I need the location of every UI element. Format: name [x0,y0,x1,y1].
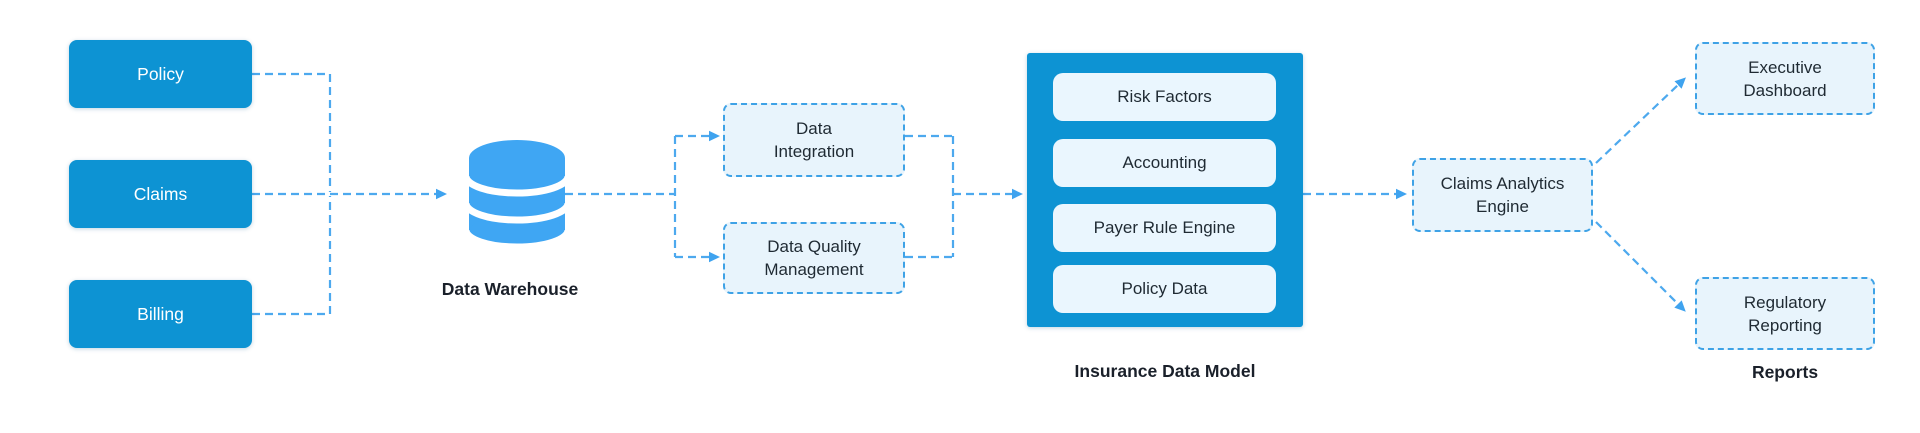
model-item-policy-data: Policy Data [1053,265,1276,313]
connector-policy-line [252,72,332,192]
data-quality-label-line1: Data Quality [767,237,861,256]
model-item-risk-factors-label: Risk Factors [1117,87,1212,106]
insurance-data-model-label: Insurance Data Model [1074,361,1256,381]
model-item-accounting: Accounting [1053,139,1276,187]
process-box-data-quality-management: Data Quality Management [723,222,905,294]
claims-analytics-engine-box: Claims Analytics Engine [1412,158,1593,232]
model-item-policy-data-label: Policy Data [1121,279,1208,298]
source-box-billing-label: Billing [137,303,184,324]
data-warehouse-label: Data Warehouse [441,279,579,299]
claims-analytics-label-line2: Engine [1476,197,1529,216]
connector-analytics-to-regulatory [1595,221,1686,312]
regulatory-reporting-label-line2: Reporting [1748,315,1822,335]
executive-dashboard-label-line1: Executive [1748,57,1822,77]
model-item-payer-rule-engine: Payer Rule Engine [1053,204,1276,252]
regulatory-reporting-label-line1: Regulatory [1743,292,1827,312]
source-box-policy: Policy [69,40,252,108]
process-box-data-integration: Data Integration [723,103,905,177]
claims-analytics-label-line1: Claims Analytics [1440,174,1565,193]
data-integration-label-line1: Data [796,119,832,138]
database-icon [462,140,572,251]
model-item-risk-factors: Risk Factors [1053,73,1276,121]
executive-dashboard-box: Executive Dashboard [1695,42,1875,115]
connector-analytics-to-dashboard [1595,77,1686,164]
source-box-claims: Claims [69,160,252,228]
data-integration-label-line2: Integration [773,142,855,161]
model-item-payer-rule-engine-label: Payer Rule Engine [1093,218,1236,237]
source-box-claims-label: Claims [133,183,188,204]
regulatory-reporting-box: Regulatory Reporting [1695,277,1875,350]
data-quality-label-line2: Management [764,260,864,279]
reports-label: Reports [1751,362,1819,382]
source-box-billing: Billing [69,280,252,348]
model-item-accounting-label: Accounting [1122,153,1207,172]
executive-dashboard-label-line2: Dashboard [1743,80,1827,100]
connector-billing-line [252,196,332,316]
source-box-policy-label: Policy [137,63,184,84]
insurance-data-model-container: Risk Factors Accounting Payer Rule Engin… [1027,53,1303,327]
